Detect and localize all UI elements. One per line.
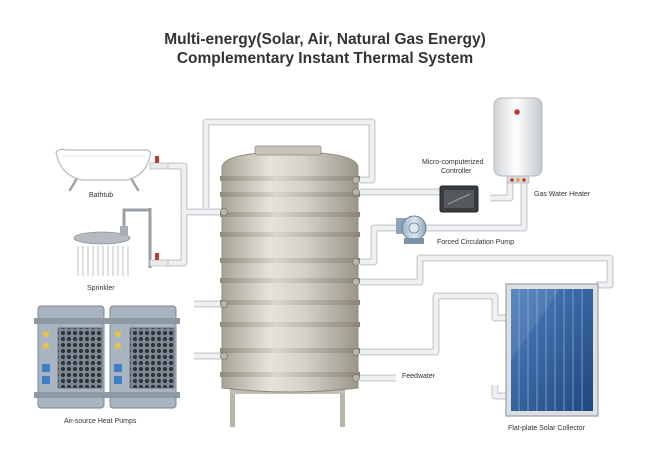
controller-label-line1: Micro-computerized: [422, 159, 484, 166]
sprinkler-label: Sprinkler: [87, 285, 115, 292]
bathtub-label: Bathtub: [89, 192, 114, 199]
storage-tank: [220, 145, 360, 427]
feedwater-label: Feedwater: [402, 373, 436, 380]
diagram-title-line2: Complementary Instant Thermal System: [176, 50, 474, 67]
gas-heater-label: Gas Water Heater: [534, 191, 591, 198]
heat-pump-unit-left: [34, 305, 108, 409]
diagram-title-line1: Multi-energy(Solar, Air, Natural Gas Ene…: [164, 31, 486, 48]
solar-collector-label: Flat-plate Solar Collector: [508, 425, 586, 432]
controller-icon: [439, 185, 479, 213]
pump-label: Forced Circulation Pump: [437, 239, 515, 246]
circulation-pump-icon: [396, 215, 427, 244]
heat-pumps-label: Air-source Heat Pumps: [64, 418, 137, 425]
controller-label-line2: Controller: [441, 168, 472, 175]
sprinkler-icon: [73, 208, 169, 276]
gas-water-heater-icon: [493, 97, 543, 184]
bathtub-icon: [55, 148, 169, 192]
solar-collector-icon: [505, 283, 599, 417]
heat-pump-unit-right: [106, 305, 180, 409]
pipe-network-fill: [166, 119, 613, 399]
